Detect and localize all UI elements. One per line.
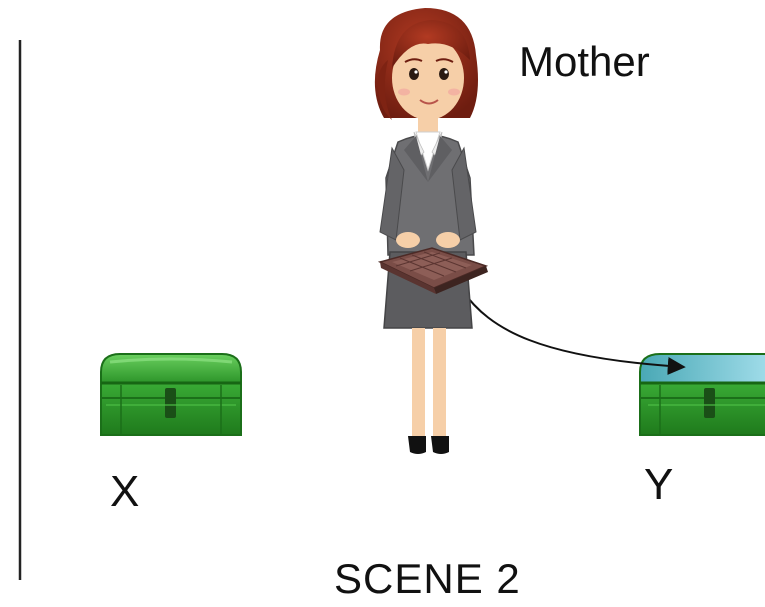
scene-caption: SCENE 2: [334, 555, 521, 602]
box-y-label: Y: [644, 460, 674, 509]
character-label: Mother: [519, 38, 650, 85]
box-x-label: X: [110, 467, 140, 516]
woman-character-icon: [374, 8, 489, 454]
treasure-chest-icon: [100, 353, 242, 436]
treasure-chest-icon: [639, 353, 765, 436]
arrow-icon: [461, 289, 686, 375]
chocolate-bar-icon: [377, 247, 489, 294]
